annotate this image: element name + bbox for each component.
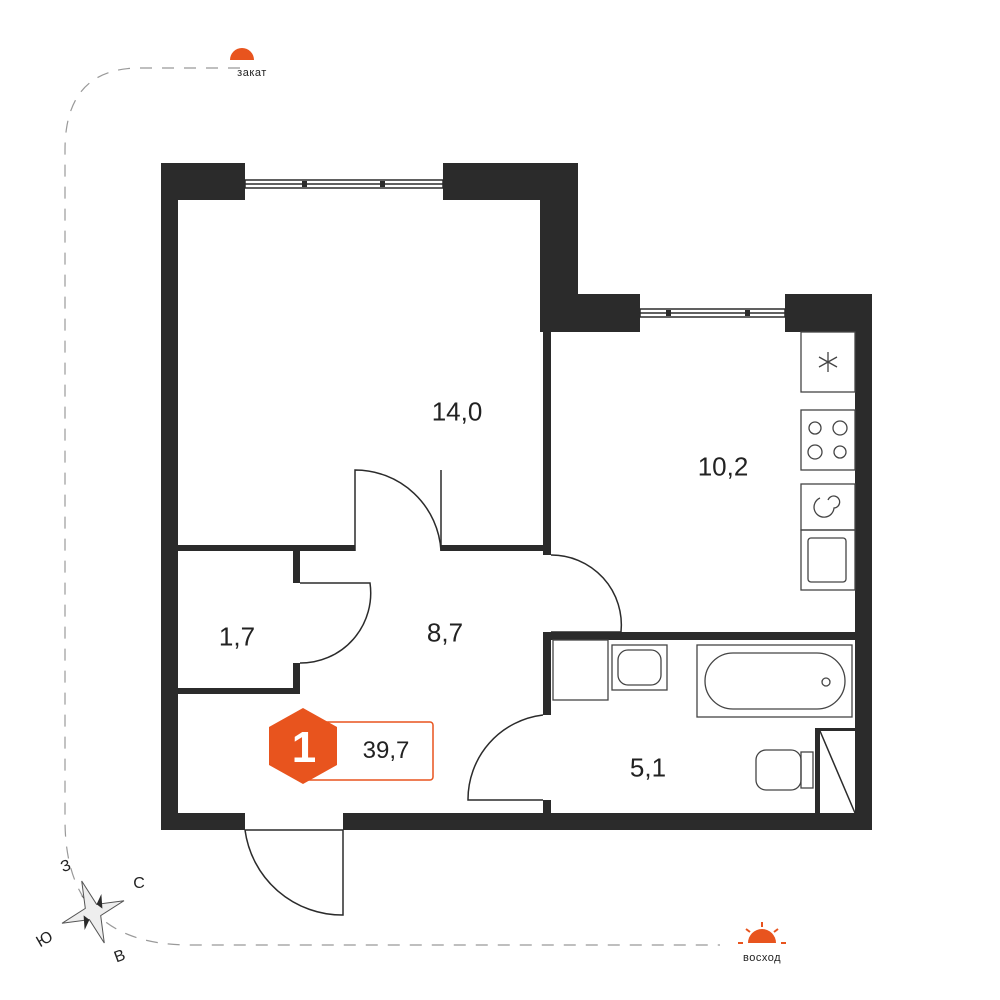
compass-north: С xyxy=(133,875,145,892)
compass-icon xyxy=(61,880,125,944)
sink-icon xyxy=(611,644,668,691)
room-area-bedroom: 14,0 xyxy=(431,396,483,427)
rooms-badge xyxy=(269,708,434,784)
total-area: 39,7 xyxy=(362,737,410,764)
walls xyxy=(161,163,872,830)
sunset-label: закат xyxy=(237,67,267,79)
fridge-icon xyxy=(800,331,856,393)
orientation-path xyxy=(64,67,720,946)
room-area-closet: 1,7 xyxy=(218,621,256,652)
kitchen-sink-icon xyxy=(800,529,856,591)
windows xyxy=(244,179,786,318)
bathtub-icon xyxy=(696,644,853,718)
room-count: 1 xyxy=(291,723,317,772)
toilet-icon xyxy=(755,749,802,791)
stove-icon xyxy=(800,409,856,471)
room-area-hallway: 8,7 xyxy=(426,617,464,648)
doors xyxy=(244,469,856,916)
fixtures xyxy=(552,331,856,791)
sunrise-icon xyxy=(738,922,786,944)
sunrise-label: восход xyxy=(742,952,782,964)
sunset-icon xyxy=(230,48,254,60)
room-area-kitchen: 10,2 xyxy=(697,451,749,482)
washer-icon xyxy=(800,483,856,531)
boiler-icon xyxy=(552,639,609,701)
room-area-bathroom: 5,1 xyxy=(629,752,667,783)
